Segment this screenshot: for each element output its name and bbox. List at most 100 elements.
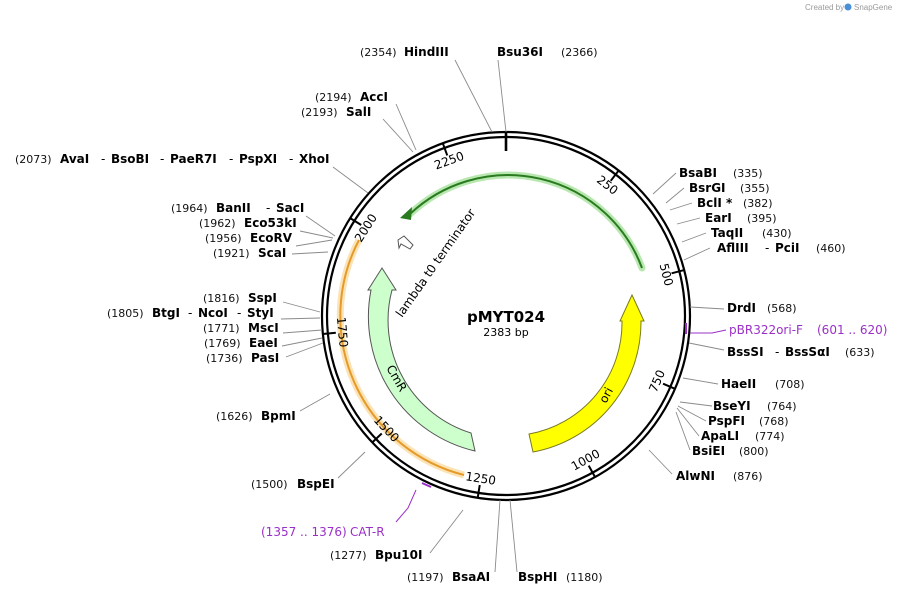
site-name-bsssai[interactable]: BssSαI xyxy=(785,345,830,359)
site-leader-line xyxy=(282,329,323,334)
site-name-bpu10i[interactable]: Bpu10I xyxy=(375,548,422,562)
site-name-bsobi[interactable]: BsoBI xyxy=(111,152,149,166)
site-name-pasi[interactable]: PasI xyxy=(251,351,279,365)
coordinate-tick xyxy=(349,217,362,226)
site-pos-alwni: (876) xyxy=(733,470,763,483)
site-pos-ecorv: (1956) xyxy=(205,232,242,245)
site-name-ncoi[interactable]: NcoI xyxy=(198,306,228,320)
site-leader-line xyxy=(395,103,417,151)
separator: - xyxy=(237,306,241,320)
site-name-bcli[interactable]: BclI * xyxy=(697,196,733,210)
site-pos-eari: (395) xyxy=(747,212,777,225)
site-leader-line xyxy=(669,202,693,211)
site-name-pspxi[interactable]: PspXI xyxy=(239,152,277,166)
site-pos-bsrgi: (355) xyxy=(740,182,770,195)
site-name-afliii[interactable]: AflIII xyxy=(717,241,749,255)
site-leader-line xyxy=(285,342,324,358)
separator: - xyxy=(160,152,164,166)
site-name-pspfi[interactable]: PspFI xyxy=(708,414,745,428)
separator: - xyxy=(266,201,270,215)
site-name-bsaai[interactable]: BsaAI xyxy=(452,570,490,584)
site-name-eco53ki[interactable]: Eco53kI xyxy=(244,216,297,230)
site-name-saci[interactable]: SacI xyxy=(276,201,304,215)
site-name-bsssi[interactable]: BssSI xyxy=(727,345,764,359)
site-name-bpmi[interactable]: BpmI xyxy=(261,409,296,423)
site-name-xhoi[interactable]: XhoI xyxy=(299,152,330,166)
site-name-eari[interactable]: EarI xyxy=(705,211,732,225)
site-name-msci[interactable]: MscI xyxy=(248,321,279,335)
site-pos-hindiii: (2354) xyxy=(360,46,397,59)
site-leader-line xyxy=(299,393,331,412)
site-name-bsrgi[interactable]: BsrGI xyxy=(689,181,726,195)
site-name-avai[interactable]: AvaI xyxy=(60,152,89,166)
site-leader-line xyxy=(497,59,507,133)
site-leader-line xyxy=(676,217,701,225)
site-name-bspei[interactable]: BspEI xyxy=(297,477,335,491)
site-name-eaei[interactable]: EaeI xyxy=(249,336,278,350)
feature-label-ori: ori xyxy=(596,385,616,405)
site-name-styi[interactable]: StyI xyxy=(247,306,274,320)
site-name-haeii[interactable]: HaeII xyxy=(721,377,756,391)
primer-leader-pbr322ori-f xyxy=(690,329,727,334)
feature-ori[interactable] xyxy=(528,293,645,453)
site-name-paer7i[interactable]: PaeR7I xyxy=(170,152,217,166)
primer-label-pbr322ori-f[interactable]: pBR322ori-F xyxy=(729,323,803,337)
site-pos-bpmi: (1626) xyxy=(216,410,253,423)
site-pos-bsu36i: (2366) xyxy=(561,46,598,59)
site-leader-line xyxy=(679,401,713,407)
site-leader-line xyxy=(683,247,711,261)
site-pos-taqii: (430) xyxy=(762,227,792,240)
coordinate-tick-label: 2250 xyxy=(432,149,465,173)
primer-range-cat-r: (1357 .. 1376) xyxy=(261,525,347,539)
coordinate-tick-label: 750 xyxy=(646,368,668,395)
site-name-acci[interactable]: AccI xyxy=(360,90,388,104)
separator: - xyxy=(188,306,192,320)
site-pos-bseyi: (764) xyxy=(767,400,797,413)
site-leader-line xyxy=(280,317,321,320)
site-name-ecorv[interactable]: EcoRV xyxy=(250,231,293,245)
site-pos-pspfi: (768) xyxy=(759,415,789,428)
primer-mark-cat-r[interactable] xyxy=(421,482,432,488)
site-pos-banii: (1964) xyxy=(171,202,208,215)
site-pos-bsiei: (800) xyxy=(739,445,769,458)
coordinate-tick-label: 1750 xyxy=(334,316,351,348)
site-pos-eco53ki: (1962) xyxy=(199,217,236,230)
site-pos-bcli: (382) xyxy=(743,197,773,210)
site-name-pcii[interactable]: PciI xyxy=(775,241,800,255)
site-pos-afliii: (460) xyxy=(816,242,846,255)
site-leader-line xyxy=(454,59,493,133)
site-name-btgi[interactable]: BtgI xyxy=(152,306,180,320)
site-leader-line xyxy=(652,172,677,195)
site-name-bsiei[interactable]: BsiEI xyxy=(692,444,725,458)
site-leader-line xyxy=(648,449,673,475)
site-name-sspi[interactable]: SspI xyxy=(248,291,277,305)
site-name-apali[interactable]: ApaLI xyxy=(701,429,739,443)
site-name-banii[interactable]: BanII xyxy=(216,201,251,215)
primer-label-cat-r[interactable]: CAT-R xyxy=(350,525,385,539)
site-leader-line xyxy=(677,405,707,422)
site-name-bseyi[interactable]: BseYI xyxy=(713,399,751,413)
site-name-bsphi[interactable]: BspHI xyxy=(518,570,557,584)
site-name-scai[interactable]: ScaI xyxy=(258,246,286,260)
feature-lambda-t0-terminator-marker xyxy=(397,235,414,250)
coordinate-tick xyxy=(476,484,481,498)
site-pos-bsphi: (1180) xyxy=(566,571,603,584)
site-name-hindiii[interactable]: HindIII xyxy=(404,45,449,59)
site-name-taqii[interactable]: TaqII xyxy=(711,226,743,240)
feature-cmr[interactable] xyxy=(367,267,476,452)
site-leader-line xyxy=(681,232,707,243)
feature-orange-arc[interactable] xyxy=(339,239,465,476)
site-name-alwni[interactable]: AlwNI xyxy=(676,469,715,483)
coordinate-tick xyxy=(371,432,383,444)
site-name-bsabi[interactable]: BsaBI xyxy=(679,166,717,180)
coordinate-tick xyxy=(662,382,676,390)
primer-range-pbr322ori-f: (601 .. 620) xyxy=(817,323,887,337)
coordinate-tick xyxy=(671,269,685,275)
site-leader-line xyxy=(429,509,464,554)
site-name-drdi[interactable]: DrdI xyxy=(727,301,756,315)
created-by-text: Created by xyxy=(805,3,844,12)
site-name-bsu36i[interactable]: Bsu36I xyxy=(497,45,543,59)
site-name-sali[interactable]: SalI xyxy=(346,105,371,119)
